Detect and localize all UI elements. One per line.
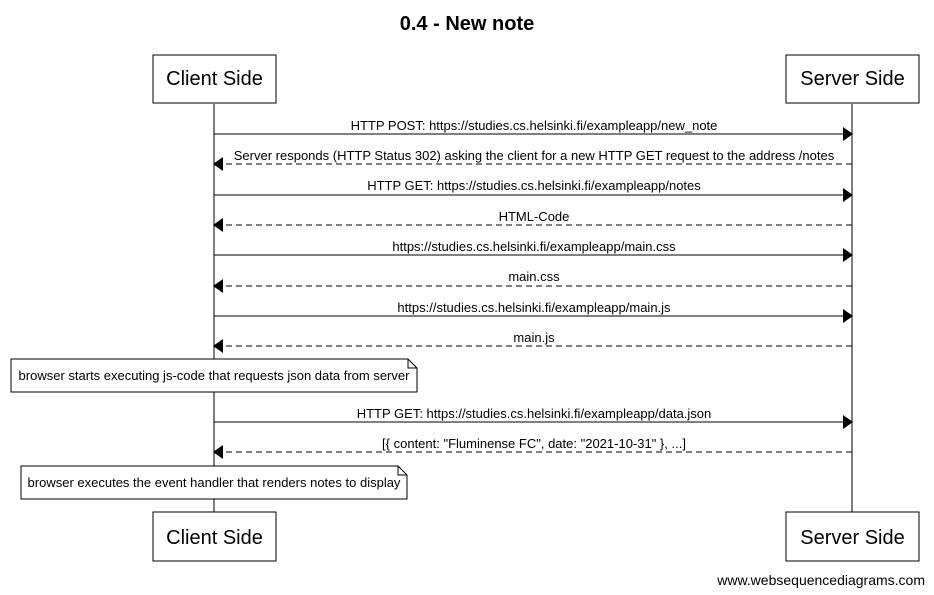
message-label: HTTP POST: https://studies.cs.helsinki.f… bbox=[351, 118, 718, 133]
message-label: [{ content: "Fluminense FC", date: "2021… bbox=[382, 436, 686, 451]
message-5: https://studies.cs.helsinki.fi/exampleap… bbox=[214, 239, 853, 262]
message-label: main.css bbox=[508, 269, 560, 284]
note-text: browser executes the event handler that … bbox=[28, 475, 401, 490]
message-label: HTTP GET: https://studies.cs.helsinki.fi… bbox=[367, 178, 701, 193]
actor-client-top: Client Side bbox=[152, 54, 277, 104]
actor-server-bottom-label: Server Side bbox=[800, 527, 905, 549]
message-label: Server responds (HTTP Status 302) asking… bbox=[234, 148, 835, 163]
message-3: HTTP GET: https://studies.cs.helsinki.fi… bbox=[214, 178, 853, 202]
diagram-title: 0.4 - New note bbox=[400, 13, 534, 35]
actor-server-top: Server Side bbox=[785, 54, 920, 104]
actor-client-bottom: Client Side bbox=[152, 511, 277, 562]
actor-server-top-label: Server Side bbox=[800, 68, 905, 90]
message-6: main.css bbox=[213, 269, 852, 293]
actor-client-bottom-label: Client Side bbox=[166, 527, 263, 549]
message-label: https://studies.cs.helsinki.fi/exampleap… bbox=[392, 239, 676, 254]
message-label: HTTP GET: https://studies.cs.helsinki.fi… bbox=[357, 406, 712, 421]
message-7: https://studies.cs.helsinki.fi/exampleap… bbox=[214, 300, 853, 323]
note-2: browser executes the event handler that … bbox=[20, 465, 408, 500]
message-1: HTTP POST: https://studies.cs.helsinki.f… bbox=[214, 118, 853, 141]
message-label: HTML-Code bbox=[499, 209, 570, 224]
message-2: Server responds (HTTP Status 302) asking… bbox=[213, 148, 852, 171]
actor-client-top-label: Client Side bbox=[166, 68, 263, 90]
message-label: main.js bbox=[513, 330, 555, 345]
message-label: https://studies.cs.helsinki.fi/exampleap… bbox=[397, 300, 671, 315]
note-text: browser starts executing js-code that re… bbox=[19, 368, 411, 383]
message-10: [{ content: "Fluminense FC", date: "2021… bbox=[213, 436, 852, 459]
message-8: main.js bbox=[213, 330, 852, 353]
footer-credit: www.websequencediagrams.com bbox=[716, 572, 925, 588]
message-4: HTML-Code bbox=[213, 209, 852, 232]
message-9: HTTP GET: https://studies.cs.helsinki.fi… bbox=[214, 406, 853, 429]
actor-server-bottom: Server Side bbox=[785, 511, 920, 562]
note-1: browser starts executing js-code that re… bbox=[10, 358, 418, 393]
